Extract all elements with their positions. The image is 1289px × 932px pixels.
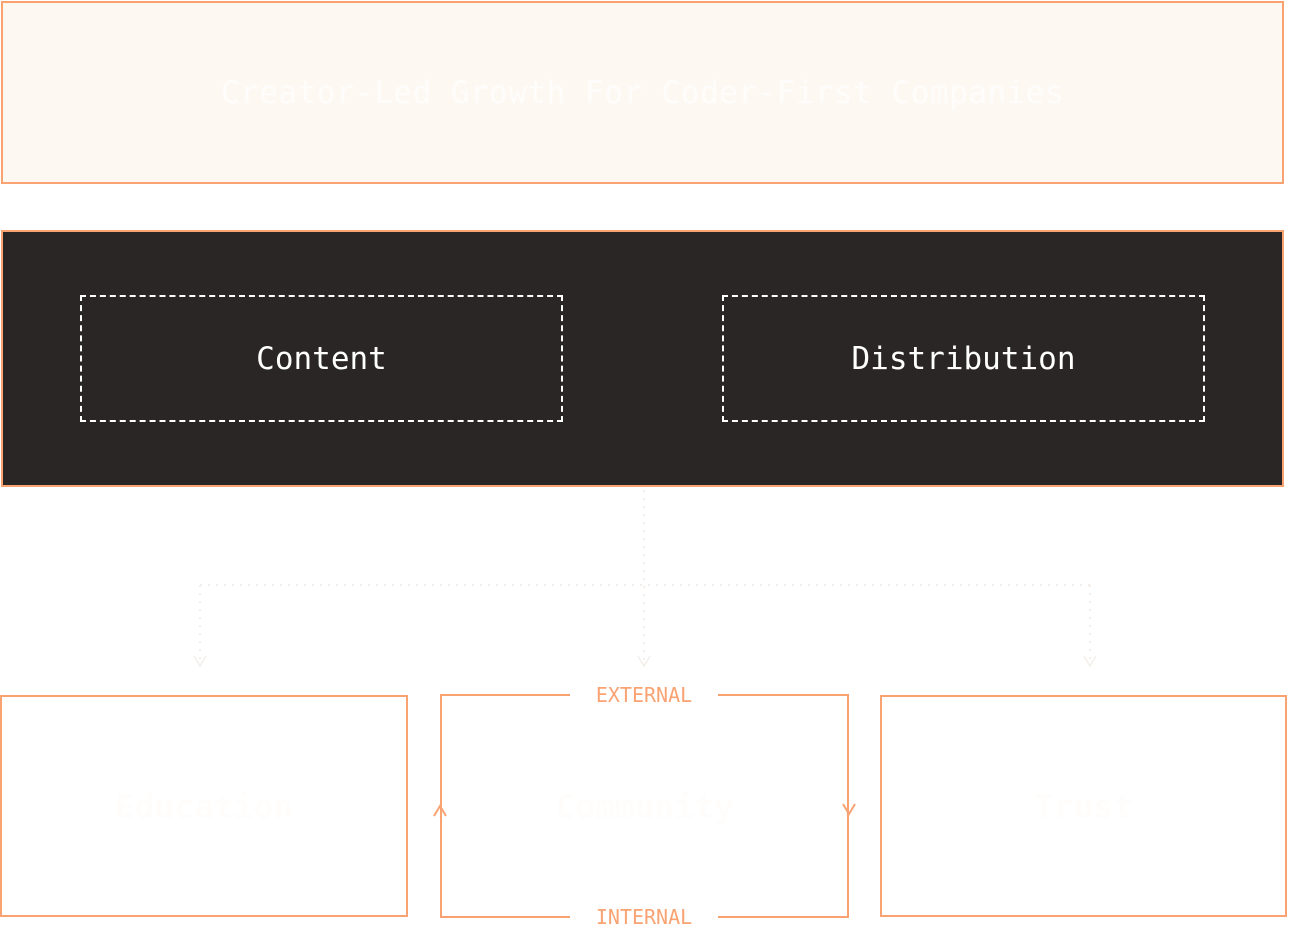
education-box: Education (0, 695, 408, 917)
arrow-down-icon (193, 655, 207, 668)
education-label: Education (114, 786, 294, 826)
distribution-label: Distribution (851, 340, 1076, 377)
internal-label: INTERNAL (570, 905, 718, 929)
arrow-down-icon (1083, 655, 1097, 668)
distribution-box: Distribution (722, 295, 1205, 422)
content-box: Content (80, 295, 563, 422)
trust-box: Trust (880, 695, 1287, 917)
diagram-title: Creator-Led Growth For Coder-First Compa… (220, 74, 1065, 111)
arrow-up-icon (433, 804, 447, 817)
external-label: EXTERNAL (570, 683, 718, 707)
content-label: Content (256, 340, 387, 377)
connector-arrows (193, 490, 1097, 668)
title-banner: Creator-Led Growth For Coder-First Compa… (1, 1, 1284, 184)
loop-arrows (433, 803, 856, 817)
pillars-panel (1, 230, 1284, 487)
arrow-down-icon (842, 803, 856, 816)
community-label: Community (555, 786, 734, 826)
trust-label: Trust (1033, 786, 1134, 826)
arrow-down-icon (637, 655, 651, 668)
